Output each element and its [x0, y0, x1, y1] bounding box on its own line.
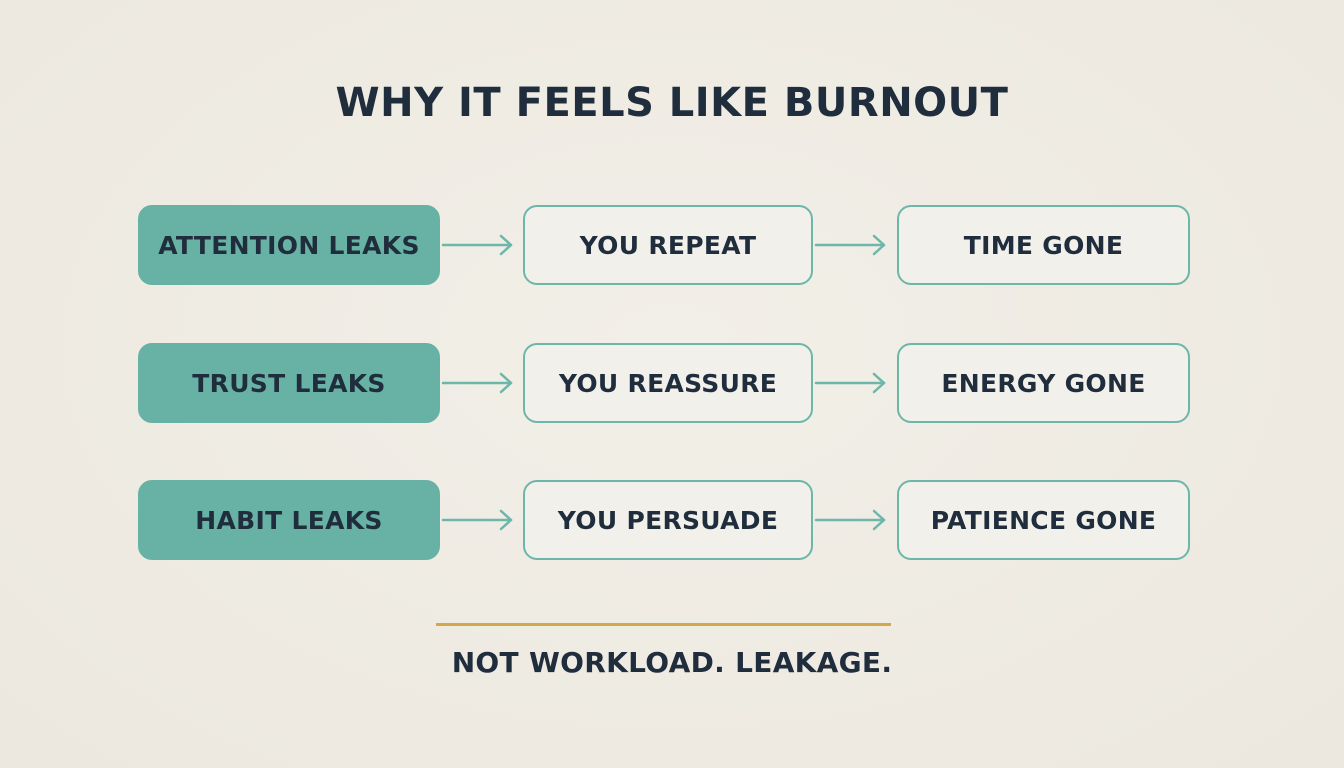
arrow-right-icon [441, 372, 513, 394]
result-box: ENERGY GONE [897, 343, 1190, 423]
action-box: YOU PERSUADE [523, 480, 813, 560]
arrow-right-icon [814, 372, 886, 394]
arrow-right-icon [814, 509, 886, 531]
source-box: HABIT LEAKS [138, 480, 440, 560]
flow-row-habit: HABIT LEAKS YOU PERSUADE PATIENCE GONE [138, 480, 1190, 560]
flow-row-attention: ATTENTION LEAKS YOU REPEAT TIME GONE [138, 205, 1190, 285]
action-box: YOU REASSURE [523, 343, 813, 423]
flow-row-trust: TRUST LEAKS YOU REASSURE ENERGY GONE [138, 343, 1190, 423]
footer-tagline: NOT WORKLOAD. LEAKAGE. [451, 646, 893, 679]
arrow-right-icon [441, 234, 513, 256]
diagram-title: WHY IT FEELS LIKE BURNOUT [335, 80, 1009, 126]
source-box: TRUST LEAKS [138, 343, 440, 423]
source-box: ATTENTION LEAKS [138, 205, 440, 285]
result-box: TIME GONE [897, 205, 1190, 285]
divider-line [436, 623, 891, 626]
result-box: PATIENCE GONE [897, 480, 1190, 560]
arrow-right-icon [814, 234, 886, 256]
arrow-right-icon [441, 509, 513, 531]
action-box: YOU REPEAT [523, 205, 813, 285]
